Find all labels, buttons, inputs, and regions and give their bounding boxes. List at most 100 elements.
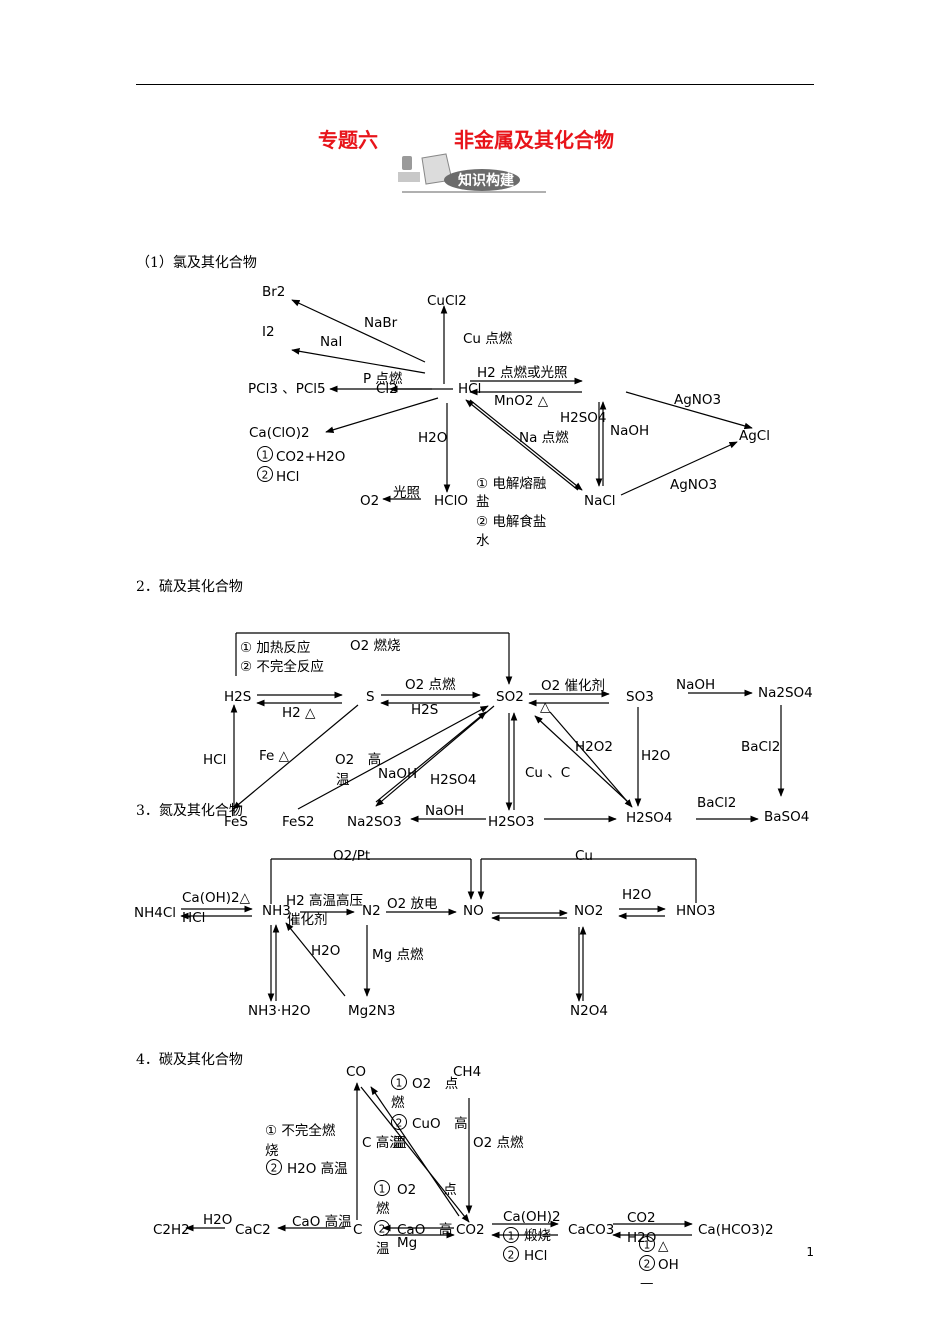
diagram-label: H2O (418, 430, 447, 446)
title-right: 非金属及其化合物 (454, 128, 614, 152)
diagram-label: O2 点 (397, 1182, 457, 1198)
diagram-label: Cu 点燃 (463, 330, 513, 347)
diagram-label: CuO 高 (412, 1115, 468, 1132)
diagram-label: H2O (641, 748, 670, 764)
svg-text:2: 2 (644, 1259, 651, 1271)
diagram-label: ② 不完全反应 (240, 658, 324, 675)
reaction-arrow (285, 922, 346, 997)
diagram-label: 温 (376, 1241, 390, 1257)
diagram-label: CaC2 (235, 1222, 271, 1238)
diagram-label: NaOH (610, 423, 649, 439)
diagram-label: H2O (311, 943, 340, 959)
diagram-label: ① 加热反应 (240, 639, 310, 656)
diagram-label: ① 不完全燃 (265, 1122, 336, 1139)
diagram-label: H2 高温高压 (286, 892, 363, 909)
diagram-label: O2 高 (335, 751, 381, 768)
reaction-arrow (232, 704, 359, 810)
diagram-label: NaOH (676, 677, 715, 693)
diagram-label: HCl (203, 752, 226, 768)
diagram-label: HCl (182, 910, 205, 926)
reaction-arrow (375, 705, 495, 807)
svg-text:1: 1 (508, 1231, 515, 1243)
diagram-label: O2 (360, 493, 379, 509)
circled-number: 2 (503, 1246, 519, 1262)
circled-number: 1 (257, 446, 273, 462)
diagram-label: O2/Pt (333, 848, 370, 864)
diagram-label: Fe △ (259, 748, 290, 764)
section-heading: 2．硫及其化合物 (136, 579, 243, 595)
diagram-label: Cl2 (376, 381, 398, 397)
diagram-label: NO (463, 903, 484, 919)
diagram-label: AgNO3 (674, 392, 721, 408)
diagram-label: H2O 高温 (287, 1160, 348, 1177)
diagram-label: AgCl (739, 428, 770, 444)
diagram-label: △ (540, 699, 551, 715)
diagram-label: H2SO3 (488, 814, 535, 830)
svg-text:1: 1 (262, 450, 269, 462)
diagram-label: C (353, 1222, 362, 1238)
diagram-label: NO2 (574, 903, 603, 919)
reaction-arrow (625, 391, 753, 430)
diagram-label: CH4 (453, 1064, 481, 1080)
diagram-label: S (366, 689, 375, 705)
diagram-label: Ca(HCO3)2 (698, 1222, 774, 1238)
diagram-label: H2S (224, 689, 251, 705)
reaction-arrow (375, 711, 487, 803)
book-icon (398, 172, 420, 182)
diagram-label: H2S (411, 702, 438, 718)
diagram-label: NaCl (584, 493, 616, 509)
diagram-label: H2O (203, 1212, 232, 1228)
diagram-label: — (640, 1275, 654, 1291)
title-left: 专题六 (318, 128, 378, 152)
diagram-label: O2 燃烧 (350, 637, 401, 654)
svg-text:2: 2 (271, 1163, 278, 1175)
diagram-label: FeS2 (282, 814, 315, 830)
diagram-label: CO2+H2O (276, 449, 345, 465)
reaction-arrow (291, 299, 426, 363)
diagram-label: ② 电解食盐 (476, 513, 546, 530)
diagram-label: Mg2N3 (348, 1003, 396, 1019)
diagram-label: N2O4 (570, 1003, 608, 1019)
header-rule (136, 84, 814, 85)
diagram-label: O2 点 (412, 1076, 458, 1092)
diagram-label: BaSO4 (764, 809, 809, 825)
reaction-arrow (534, 715, 628, 802)
diagram-label: H2 △ (282, 705, 316, 721)
diagram-label: 盐 (476, 494, 490, 510)
diagram-label: 光照 (393, 485, 420, 501)
diagram-label: O2 放电 (387, 896, 438, 912)
diagram-label: Na2SO4 (758, 685, 813, 701)
diagram-label: 煅烧 (524, 1228, 551, 1244)
reaction-arrow (297, 705, 489, 810)
circled-number: 1 (639, 1236, 655, 1252)
diagram-label: Na2SO3 (347, 814, 402, 830)
diagram-label: O2 催化剂 (541, 678, 605, 694)
diagram-label: 温 (336, 772, 350, 788)
diagram-label: MnO2 △ (494, 393, 549, 409)
section-heading: 3．氮及其化合物 (136, 803, 243, 819)
reaction-arrow (469, 399, 583, 491)
section-heading: 4．碳及其化合物 (136, 1052, 243, 1068)
diagram-label: CaO 高 (397, 1221, 452, 1238)
diagram-label: Na 点燃 (519, 429, 569, 446)
diagram-label: NH3 (262, 903, 291, 919)
diagram-label: PCl3 、PCl5 (248, 381, 326, 397)
diagram-label: 温 (393, 1135, 407, 1151)
logo-text: 知识构建 (458, 172, 514, 189)
diagram-label: NaOH (378, 766, 417, 782)
section-heading: （1）氯及其化合物 (136, 255, 257, 271)
diagram-label: NH4Cl (134, 905, 176, 921)
diagram-label: 燃 (376, 1200, 390, 1217)
diagram-label: H2O2 (575, 739, 613, 755)
diagram-label: H2O (627, 1230, 656, 1246)
diagram-label: Ca(OH)2△ (182, 890, 251, 906)
diagram-label: Mg (397, 1235, 417, 1251)
circled-number: 1 (503, 1227, 519, 1243)
diagram-label: AgNO3 (670, 477, 717, 493)
svg-text:2: 2 (379, 1224, 386, 1236)
diagram-label: OH (658, 1257, 679, 1273)
diagram-label: NaI (320, 334, 342, 350)
